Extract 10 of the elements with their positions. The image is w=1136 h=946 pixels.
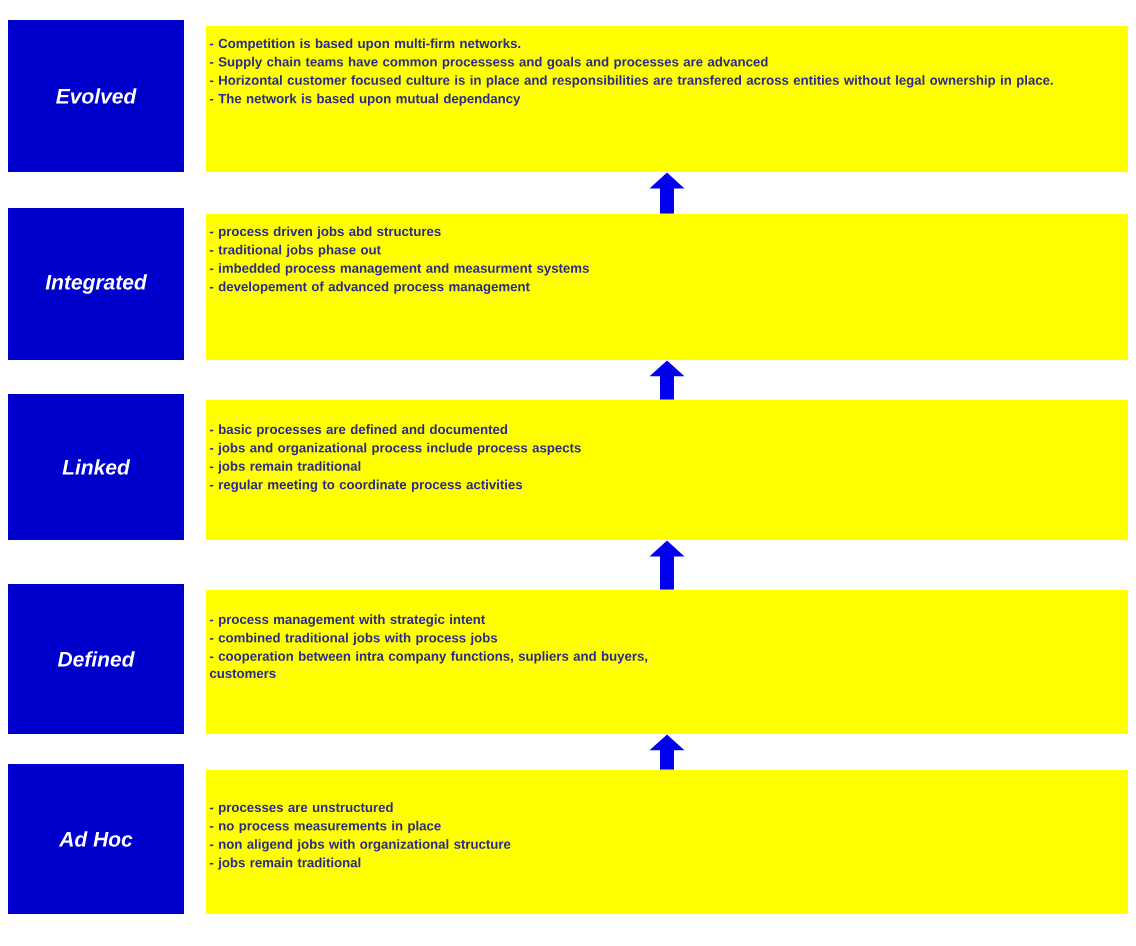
stage-box: Evolved xyxy=(8,20,184,172)
stage-description-box xyxy=(206,769,1128,914)
stage-description-box xyxy=(206,26,1128,172)
stage-box: Ad Hoc xyxy=(8,763,184,914)
stage-box: Integrated xyxy=(8,208,184,360)
stage-description-box xyxy=(206,214,1128,360)
stage-box: Defined xyxy=(8,583,184,734)
stage-description-box xyxy=(206,590,1128,734)
stage-box: Linked xyxy=(8,394,184,540)
stage-description-box xyxy=(206,400,1128,540)
